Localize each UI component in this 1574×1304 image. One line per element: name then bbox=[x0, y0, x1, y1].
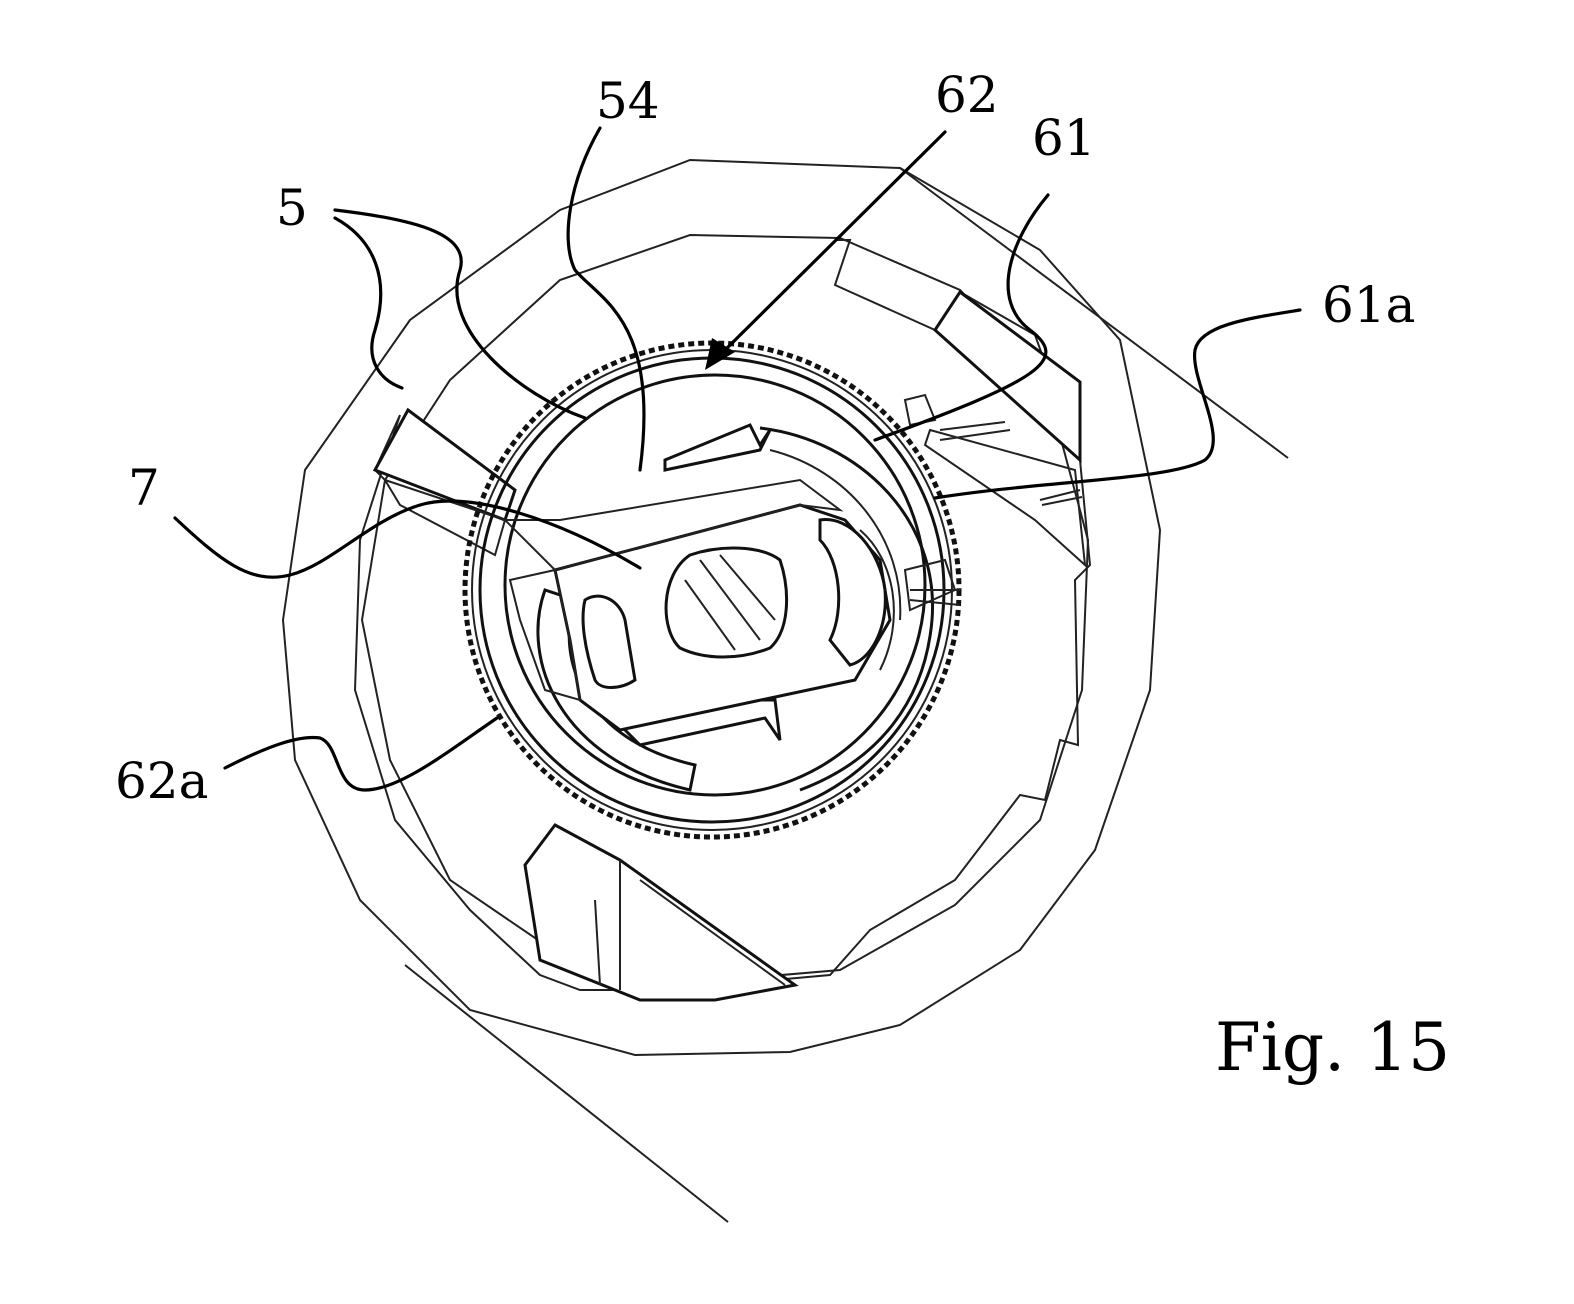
leader-62-arrow bbox=[718, 130, 947, 357]
notched-frame bbox=[353, 239, 1092, 991]
housing-edge-upper bbox=[899, 167, 1289, 459]
right-hatch-2 bbox=[939, 429, 1011, 441]
hub-hatch-1 bbox=[699, 559, 761, 641]
mechanism-drawing bbox=[281, 158, 1289, 1223]
label-62: 62 bbox=[935, 66, 999, 124]
leader-54 bbox=[566, 126, 646, 472]
outer-housing bbox=[281, 158, 1162, 1057]
arc-ring-61-inner bbox=[769, 449, 902, 621]
label-5: 5 bbox=[276, 179, 308, 237]
left-arc-ring bbox=[536, 588, 697, 792]
left-block-lower bbox=[382, 478, 507, 557]
right-connector-upper bbox=[903, 393, 937, 427]
arc-ring-61 bbox=[759, 426, 935, 792]
leader-61a bbox=[933, 308, 1302, 500]
bottom-block bbox=[523, 823, 799, 1002]
right-hatch-3 bbox=[1039, 489, 1081, 501]
bottom-block-edge-2 bbox=[639, 879, 786, 986]
leader-lines bbox=[173, 126, 1302, 792]
figure-caption: Fig. 15 bbox=[1215, 1009, 1450, 1086]
label-61: 61 bbox=[1032, 109, 1096, 167]
leader-5-b bbox=[333, 208, 587, 420]
hub-hatch-2 bbox=[719, 554, 776, 621]
hub-hatch-3 bbox=[684, 579, 736, 651]
reference-labels: 5 54 62 61 61a 7 62a bbox=[115, 66, 1415, 810]
right-link-2 bbox=[909, 599, 961, 606]
bottom-block-edge-3 bbox=[594, 899, 601, 986]
leader-62a bbox=[223, 716, 499, 792]
leader-5-a bbox=[333, 216, 404, 390]
right-hatch-1 bbox=[939, 421, 1006, 431]
leader-7 bbox=[173, 499, 642, 579]
leader-61 bbox=[873, 193, 1050, 442]
housing-edge-lower bbox=[404, 964, 729, 1223]
pivot-hub bbox=[664, 546, 789, 659]
right-cam-outer bbox=[859, 529, 895, 671]
right-block bbox=[933, 289, 1082, 464]
arrowhead-62 bbox=[705, 338, 735, 370]
label-61a: 61a bbox=[1322, 276, 1415, 334]
left-cam bbox=[581, 594, 637, 689]
label-7: 7 bbox=[128, 459, 160, 517]
right-hatch-4 bbox=[1041, 496, 1083, 506]
rotor-disk bbox=[503, 373, 927, 797]
label-62a: 62a bbox=[115, 752, 208, 810]
slider-left-face bbox=[508, 568, 582, 702]
top-key bbox=[663, 423, 772, 472]
right-cam bbox=[818, 518, 887, 667]
right-block-slot bbox=[923, 428, 1087, 568]
label-54: 54 bbox=[596, 72, 660, 130]
